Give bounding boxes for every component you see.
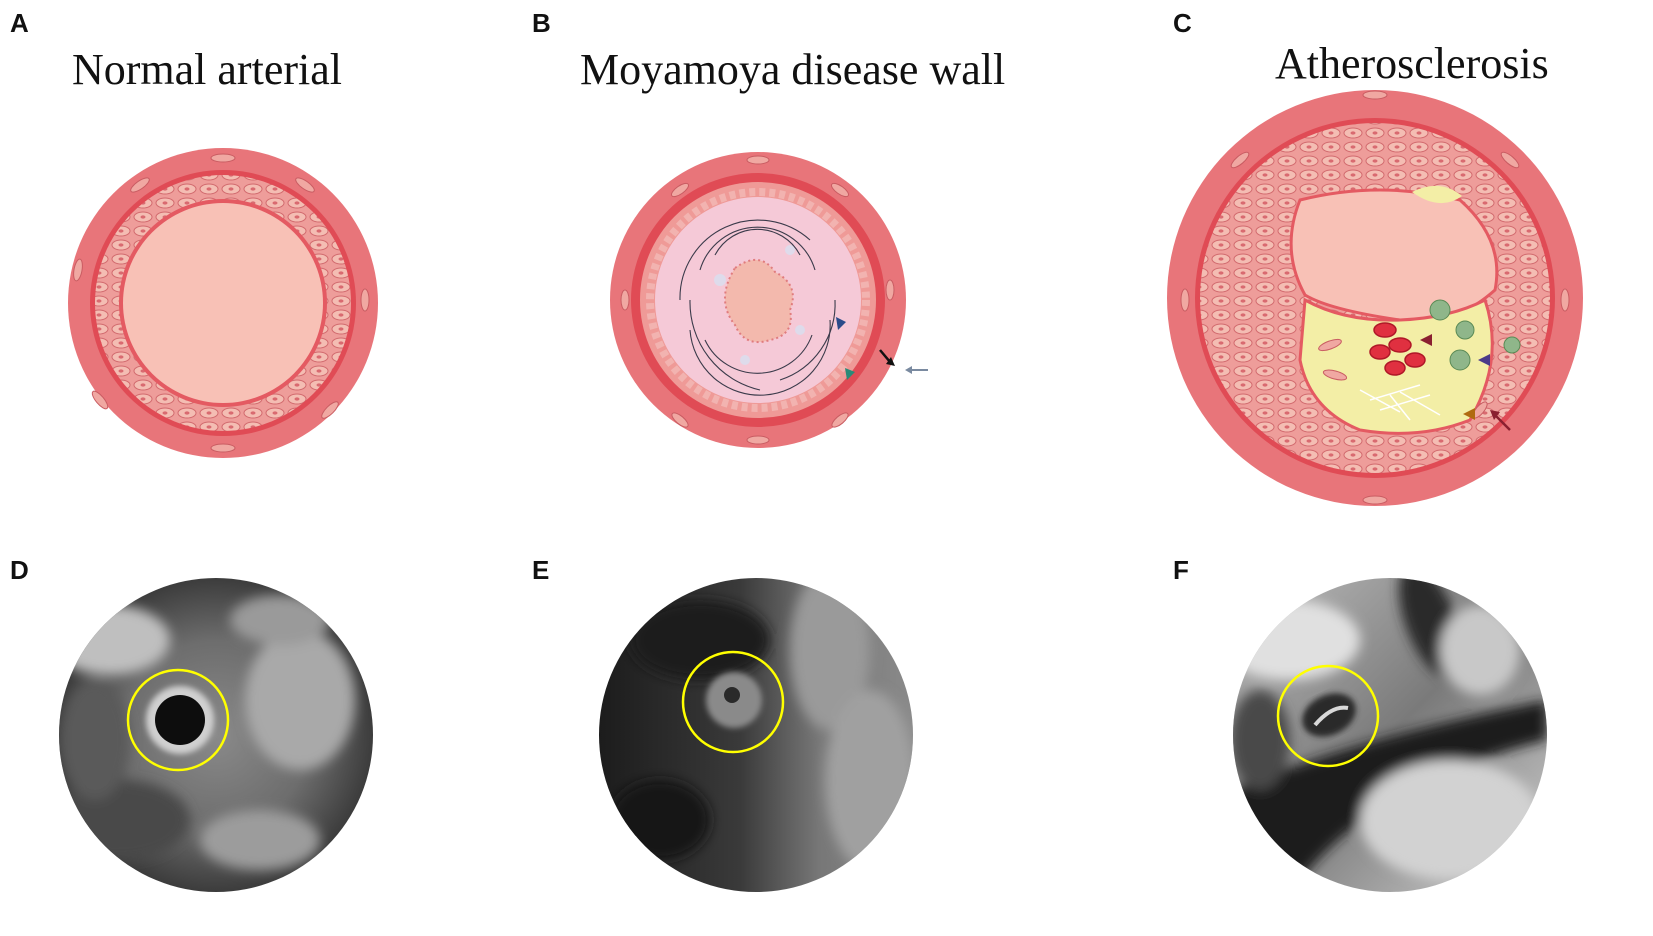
- panel-title-c: Atherosclerosis: [1275, 39, 1549, 88]
- panel-label-e: E: [532, 555, 550, 585]
- panel-label-f: F: [1173, 555, 1189, 585]
- highlight-circle-e: [681, 650, 785, 754]
- panel-title-a: Normal arterial: [72, 45, 342, 94]
- normal-artery-diagram: [68, 148, 378, 458]
- highlight-circle-d: [126, 668, 230, 772]
- panel-label-c: C: [1173, 8, 1192, 38]
- panel-label-a: A: [10, 8, 29, 38]
- atherosclerosis-artery-diagram: [1167, 90, 1583, 506]
- moyamoya-artery-diagram: [610, 152, 928, 448]
- mri-image-atherosclerosis: [1233, 578, 1547, 892]
- highlight-circle-f: [1276, 664, 1380, 768]
- panel-label-d: D: [10, 555, 29, 585]
- mri-image-moyamoya: [599, 578, 913, 892]
- mri-image-normal: [59, 578, 373, 892]
- panel-title-b: Moyamoya disease wall: [580, 45, 1006, 94]
- panel-label-b: B: [532, 8, 551, 38]
